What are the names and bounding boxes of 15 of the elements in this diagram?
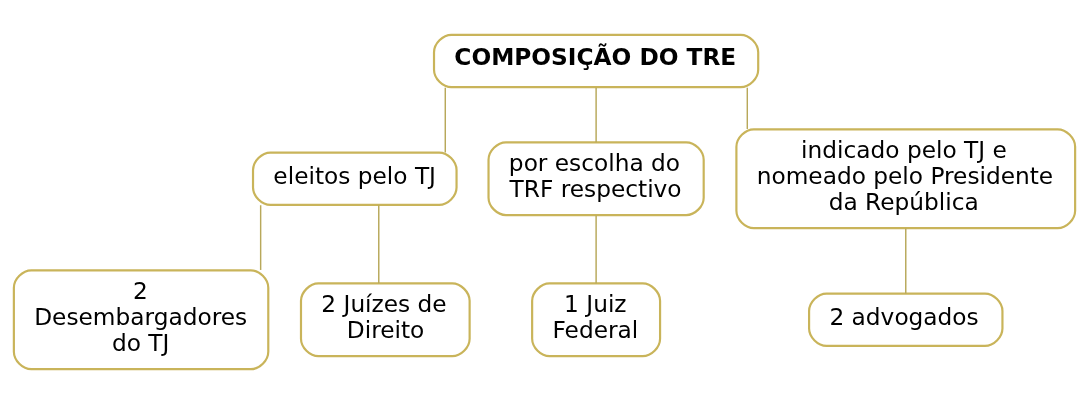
node-box: 2 Desembargadores do TJ <box>12 268 270 370</box>
connector <box>595 86 597 143</box>
connector <box>378 204 380 284</box>
node-box: 2 Juízes de Direito <box>299 281 471 357</box>
connector <box>259 204 262 271</box>
connector <box>905 227 907 294</box>
node-box: 2 advogados <box>808 292 1004 347</box>
node-box: indicado pelo TJ e nomeado pelo Presidente da República <box>735 127 1077 229</box>
connector <box>595 214 597 284</box>
node-box: 1 Juiz Federal <box>531 281 662 357</box>
node-box: eleitos pelo TJ <box>251 151 458 206</box>
connector <box>444 86 446 153</box>
connector <box>746 86 749 130</box>
node-box: COMPOSIÇÃO DO TRE <box>432 33 760 88</box>
node-box: por escolha do TRF respectivo <box>487 140 705 216</box>
